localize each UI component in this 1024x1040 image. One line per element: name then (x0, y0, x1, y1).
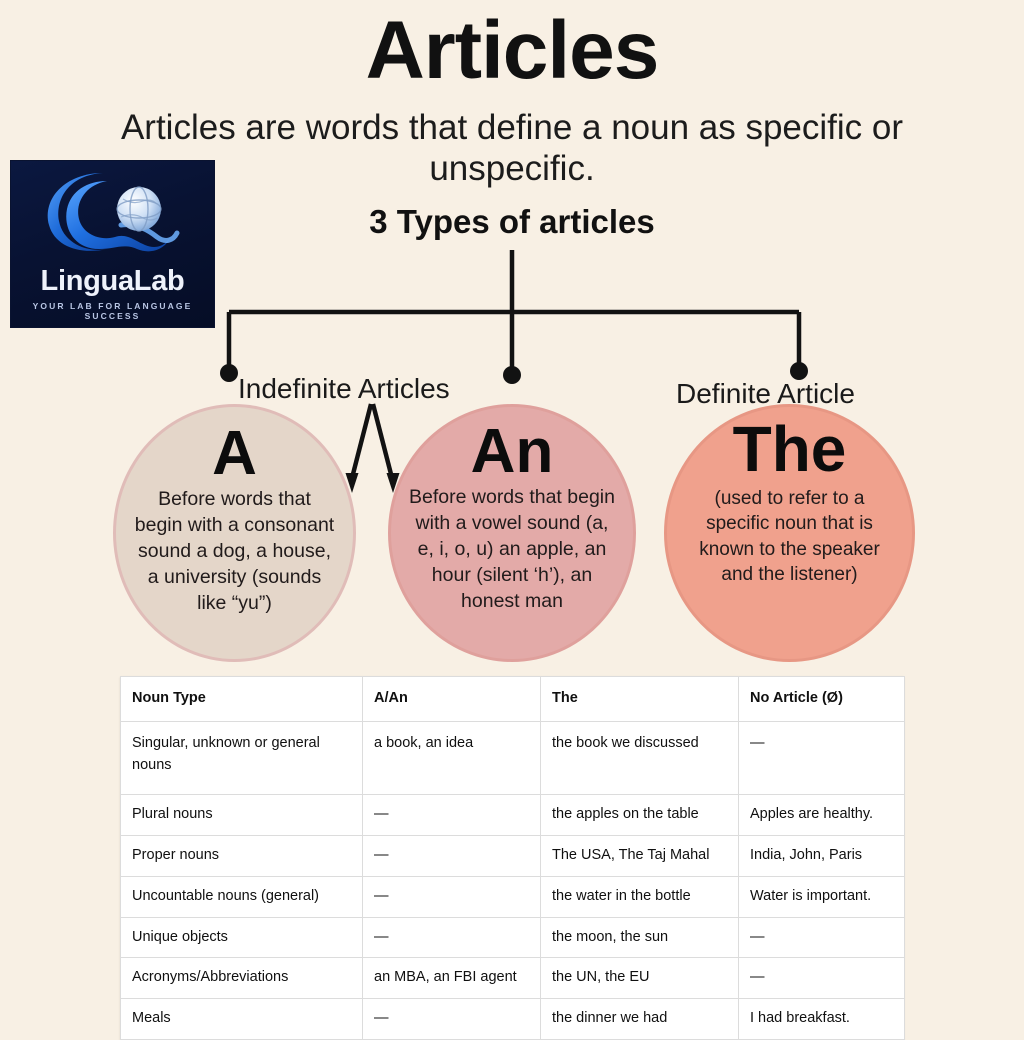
cell-no-article: — (738, 916, 905, 959)
article-word-the: The (732, 413, 847, 485)
article-description-a: Before words that begin with a consonant… (134, 488, 335, 614)
cell-a-an: — (362, 835, 541, 877)
cell-the: the moon, the sun (540, 916, 739, 959)
cell-the: the water in the bottle (540, 875, 739, 918)
table-row: Uncountable nouns (general) — the water … (120, 875, 905, 918)
cell-noun-type: Proper nouns (120, 835, 363, 877)
table-header-the: The (540, 676, 739, 722)
cell-noun-type: Meals (120, 998, 363, 1040)
cell-a-an: — (362, 916, 541, 959)
table-header-row: Noun Type A/An The No Article (Ø) (120, 676, 905, 722)
table-row: Meals — the dinner we had I had breakfas… (120, 998, 905, 1040)
table-header-noun-type: Noun Type (120, 676, 363, 722)
cell-a-an: an MBA, an FBI agent (362, 957, 541, 999)
article-word-a: A (212, 419, 257, 488)
article-description-the: (used to refer to a specific noun that i… (699, 488, 880, 585)
article-word-an: An (470, 417, 554, 486)
table-row: Unique objects — the moon, the sun — (120, 916, 905, 959)
cell-no-article: Apples are healthy. (738, 794, 905, 836)
table-row: Singular, unknown or general nouns a boo… (120, 720, 905, 796)
cell-a-an: — (362, 998, 541, 1040)
articles-table-wrapper: Noun Type A/An The No Article (Ø) Singul… (120, 676, 905, 1040)
cell-the: the dinner we had (540, 998, 739, 1040)
cell-the: the apples on the table (540, 794, 739, 836)
cell-a-an: — (362, 794, 541, 836)
article-circle-an: An Before words that begin with a vowel … (388, 404, 636, 662)
cell-a-an: — (362, 875, 541, 918)
table-row: Proper nouns — The USA, The Taj Mahal In… (120, 835, 905, 877)
branch-label-definite: Definite Article (676, 378, 855, 409)
cell-no-article: — (738, 957, 905, 999)
cell-the: The USA, The Taj Mahal (540, 835, 739, 877)
cell-no-article: Water is important. (738, 875, 905, 918)
article-circle-a: A Before words that begin with a consona… (113, 404, 356, 662)
lingualab-logo: LinguaLab YOUR LAB FOR LANGUAGE SUCCESS (10, 160, 215, 328)
article-circle-the: The (used to refer to a specific noun th… (664, 404, 915, 662)
cell-noun-type: Uncountable nouns (general) (120, 875, 363, 918)
table-row: Acronyms/Abbreviations an MBA, an FBI ag… (120, 957, 905, 999)
cell-noun-type: Plural nouns (120, 794, 363, 836)
cell-the: the book we discussed (540, 720, 739, 796)
logo-wordmark: LinguaLab (40, 265, 185, 297)
cell-no-article: India, John, Paris (738, 835, 905, 877)
page-subtitle: Articles are words that define a noun as… (120, 108, 904, 188)
table-row: Plural nouns — the apples on the table A… (120, 794, 905, 836)
cell-noun-type: Unique objects (120, 916, 363, 959)
cell-no-article: I had breakfast. (738, 998, 905, 1040)
types-heading: 3 Types of articles (369, 203, 655, 240)
cell-noun-type: Acronyms/Abbreviations (120, 957, 363, 999)
cell-a-an: a book, an idea (362, 720, 541, 796)
cell-the: the UN, the EU (540, 957, 739, 999)
logo-tagline: YOUR LAB FOR LANGUAGE SUCCESS (32, 301, 193, 321)
articles-usage-table: Noun Type A/An The No Article (Ø) Singul… (120, 676, 905, 1040)
cell-no-article: — (738, 720, 905, 796)
article-description-an: Before words that begin with a vowel sou… (409, 486, 615, 612)
table-header-no-article: No Article (Ø) (738, 676, 905, 722)
lingualab-swirl-globe-icon (47, 173, 180, 252)
table-header-a-an: A/An (362, 676, 541, 722)
branch-label-indefinite: Indefinite Articles (238, 373, 450, 404)
cell-noun-type: Singular, unknown or general nouns (120, 720, 363, 796)
page-title: Articles (365, 5, 660, 96)
